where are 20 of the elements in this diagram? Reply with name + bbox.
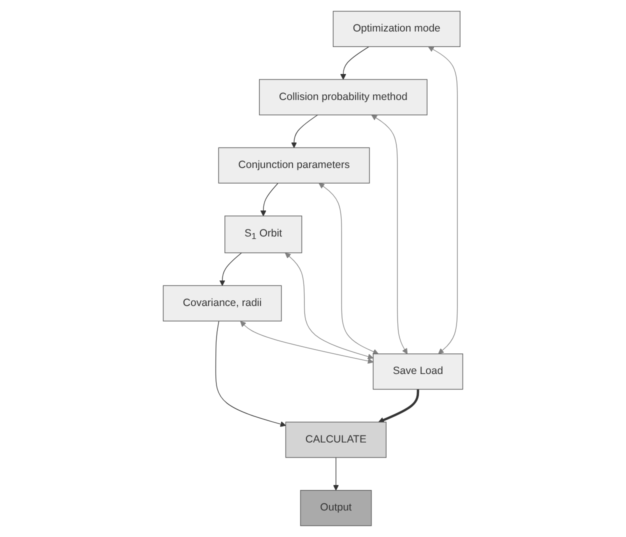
arrow: [340, 46, 370, 80]
node-box: Covariance, radii: [162, 285, 282, 322]
arrow: [260, 182, 278, 216]
arrow: [378, 389, 420, 423]
arrow: [318, 183, 379, 354]
node-box: CALCULATE: [285, 422, 386, 458]
arrow: [219, 252, 242, 286]
node-box: Save Load: [372, 354, 464, 390]
arrow: [371, 114, 408, 354]
arrow: [240, 320, 374, 364]
node-box: Output: [300, 490, 372, 526]
node-box: Conjunction parameters: [218, 147, 370, 184]
arrow: [284, 252, 374, 360]
node-box: S$_{1}$ Orbit: [224, 216, 302, 254]
arrow: [333, 457, 339, 491]
node-box: Optimization mode: [332, 10, 460, 47]
arrow: [428, 46, 458, 354]
arrow: [291, 114, 318, 148]
node-box: Collision probability method: [259, 79, 428, 116]
arrow: [215, 320, 286, 427]
